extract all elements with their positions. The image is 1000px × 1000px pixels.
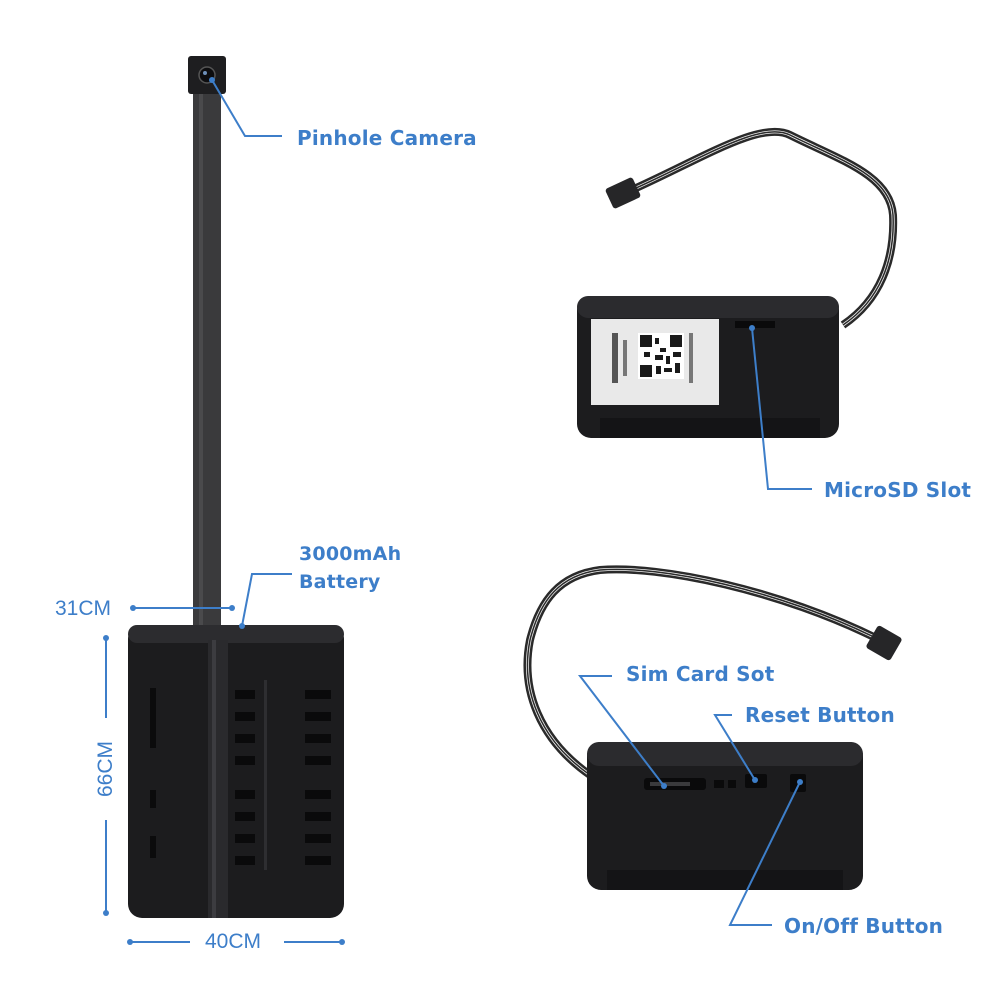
rear-view-device	[577, 127, 898, 438]
microsd-callout-line	[751, 327, 812, 490]
vent-grille-right	[305, 690, 331, 865]
width-dimension-label: 40CM	[205, 930, 262, 953]
depth-dimension-label: 31CM	[55, 597, 112, 620]
reset-button-label: Reset Button	[745, 703, 895, 727]
pinhole-camera-callout-line	[211, 79, 282, 137]
side-view-device	[523, 565, 902, 890]
camera-head-top	[605, 177, 641, 209]
battery-label-line2: Battery	[299, 571, 381, 593]
microsd-slot-label: MicroSD Slot	[824, 478, 972, 502]
battery-callout-line	[241, 573, 292, 627]
sim-callout-line	[577, 675, 665, 787]
onoff-button-label: On/Off Button	[784, 914, 944, 938]
microsd-slot-opening	[735, 321, 775, 328]
reset-callout-line	[713, 714, 756, 781]
camera-ribbon-cable	[193, 80, 221, 625]
front-view-device	[128, 56, 344, 918]
onoff-callout-line	[728, 781, 801, 926]
battery-label-line1: 3000mAh	[299, 543, 402, 565]
qr-code	[638, 333, 684, 379]
vent-grille-left	[235, 690, 255, 865]
height-dimension-label: 66CM	[94, 740, 117, 797]
pinhole-camera-label: Pinhole Camera	[297, 126, 477, 150]
device-body-front	[128, 625, 344, 918]
sim-card-slot-label: Sim Card Sot	[626, 662, 775, 686]
camera-head-bottom	[866, 625, 902, 661]
